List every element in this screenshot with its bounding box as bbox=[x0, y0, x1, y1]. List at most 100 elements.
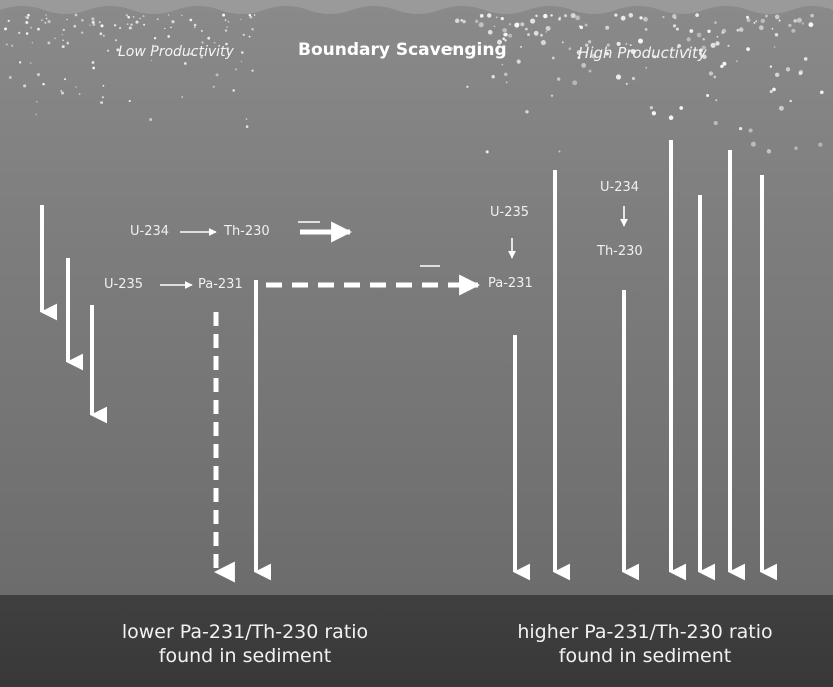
particle-speck bbox=[66, 18, 68, 21]
particle-speck bbox=[61, 33, 64, 36]
particle-speck bbox=[36, 73, 41, 77]
particle-speck bbox=[215, 73, 219, 77]
particle-speck bbox=[545, 30, 548, 33]
particle-speck bbox=[584, 23, 588, 27]
particle-speck bbox=[689, 29, 694, 33]
particle-speck bbox=[479, 14, 484, 18]
u234-left-label: U-234 bbox=[130, 224, 170, 239]
particle-speck bbox=[240, 18, 242, 21]
particle-speck bbox=[171, 20, 175, 24]
particle-speck bbox=[722, 61, 727, 66]
particle-speck bbox=[572, 80, 578, 86]
particle-speck bbox=[497, 39, 502, 45]
particle-speck bbox=[643, 16, 648, 22]
particle-speck bbox=[62, 39, 64, 42]
particle-speck bbox=[232, 89, 235, 92]
particle-speck bbox=[810, 13, 814, 18]
particle-speck bbox=[474, 19, 479, 24]
particle-speck bbox=[143, 23, 146, 26]
particle-speck bbox=[735, 60, 738, 63]
particle-speck bbox=[677, 44, 681, 48]
particle-speck bbox=[8, 76, 12, 79]
particle-speck bbox=[533, 30, 539, 36]
particle-speck bbox=[74, 13, 78, 17]
particle-speck bbox=[504, 39, 507, 42]
particle-speck bbox=[557, 77, 561, 81]
particle-speck bbox=[568, 47, 572, 50]
sediment-layer bbox=[0, 595, 833, 687]
particle-speck bbox=[520, 45, 523, 48]
particle-speck bbox=[540, 40, 546, 46]
particle-speck bbox=[808, 22, 814, 28]
particle-speck bbox=[193, 26, 196, 29]
particle-speck bbox=[11, 44, 14, 47]
particle-speck bbox=[686, 37, 691, 42]
particle-speck bbox=[170, 26, 172, 29]
particle-speck bbox=[31, 42, 33, 44]
particle-speck bbox=[778, 105, 784, 111]
u234-right-label: U-234 bbox=[600, 180, 640, 195]
particle-speck bbox=[588, 69, 592, 73]
particle-speck bbox=[127, 15, 131, 19]
particle-speck bbox=[5, 43, 8, 46]
particle-speck bbox=[248, 35, 251, 38]
particle-speck bbox=[753, 21, 756, 24]
particle-speck bbox=[491, 74, 495, 79]
particle-speck bbox=[679, 106, 684, 110]
particle-speck bbox=[27, 13, 30, 17]
particle-speck bbox=[135, 20, 139, 24]
particle-speck bbox=[778, 19, 781, 22]
particle-speck bbox=[224, 19, 227, 22]
particle-speck bbox=[253, 14, 256, 16]
right-sediment-line2: found in sediment bbox=[558, 645, 732, 667]
particle-speck bbox=[99, 32, 103, 36]
particle-speck bbox=[44, 21, 47, 24]
particle-speck bbox=[240, 60, 243, 62]
particle-speck bbox=[801, 22, 805, 25]
particle-speck bbox=[60, 89, 62, 92]
particle-speck bbox=[125, 13, 129, 17]
particle-speck bbox=[460, 19, 463, 22]
particle-speck bbox=[746, 18, 751, 23]
particle-speck bbox=[758, 25, 764, 31]
particle-speck bbox=[649, 106, 654, 110]
particle-speck bbox=[746, 47, 750, 51]
particle-speck bbox=[503, 32, 508, 37]
particle-speck bbox=[774, 32, 779, 37]
particle-speck bbox=[720, 64, 724, 69]
particle-speck bbox=[788, 23, 792, 28]
particle-speck bbox=[64, 78, 66, 81]
particle-speck bbox=[774, 72, 780, 78]
particle-speck bbox=[102, 84, 105, 87]
particle-speck bbox=[207, 36, 211, 40]
particle-speck bbox=[614, 13, 618, 17]
particle-speck bbox=[644, 27, 648, 31]
particle-speck bbox=[564, 14, 567, 18]
particle-speck bbox=[189, 18, 193, 22]
particle-speck bbox=[591, 53, 597, 59]
particle-speck bbox=[581, 63, 587, 68]
particle-speck bbox=[672, 14, 677, 19]
particle-speck bbox=[35, 113, 38, 116]
particle-speck bbox=[213, 41, 216, 44]
particle-speck bbox=[224, 29, 228, 32]
particle-speck bbox=[803, 57, 808, 61]
particle-speck bbox=[558, 17, 561, 21]
particle-speck bbox=[45, 14, 47, 16]
particle-speck bbox=[37, 27, 40, 31]
particle-speck bbox=[454, 18, 460, 24]
particle-speck bbox=[200, 29, 203, 32]
particle-speck bbox=[193, 23, 197, 27]
particle-speck bbox=[45, 17, 48, 20]
left-sediment-caption: lower Pa-231/Th-230 ratio found in sedim… bbox=[60, 620, 430, 668]
ocean-surface bbox=[0, 0, 833, 14]
particle-speck bbox=[620, 15, 626, 21]
particle-speck bbox=[605, 52, 609, 56]
particle-speck bbox=[558, 150, 561, 153]
particle-speck bbox=[575, 15, 580, 21]
particle-speck bbox=[576, 50, 582, 55]
particle-speck bbox=[686, 48, 690, 51]
particle-speck bbox=[251, 27, 254, 31]
particle-speck bbox=[570, 13, 576, 19]
